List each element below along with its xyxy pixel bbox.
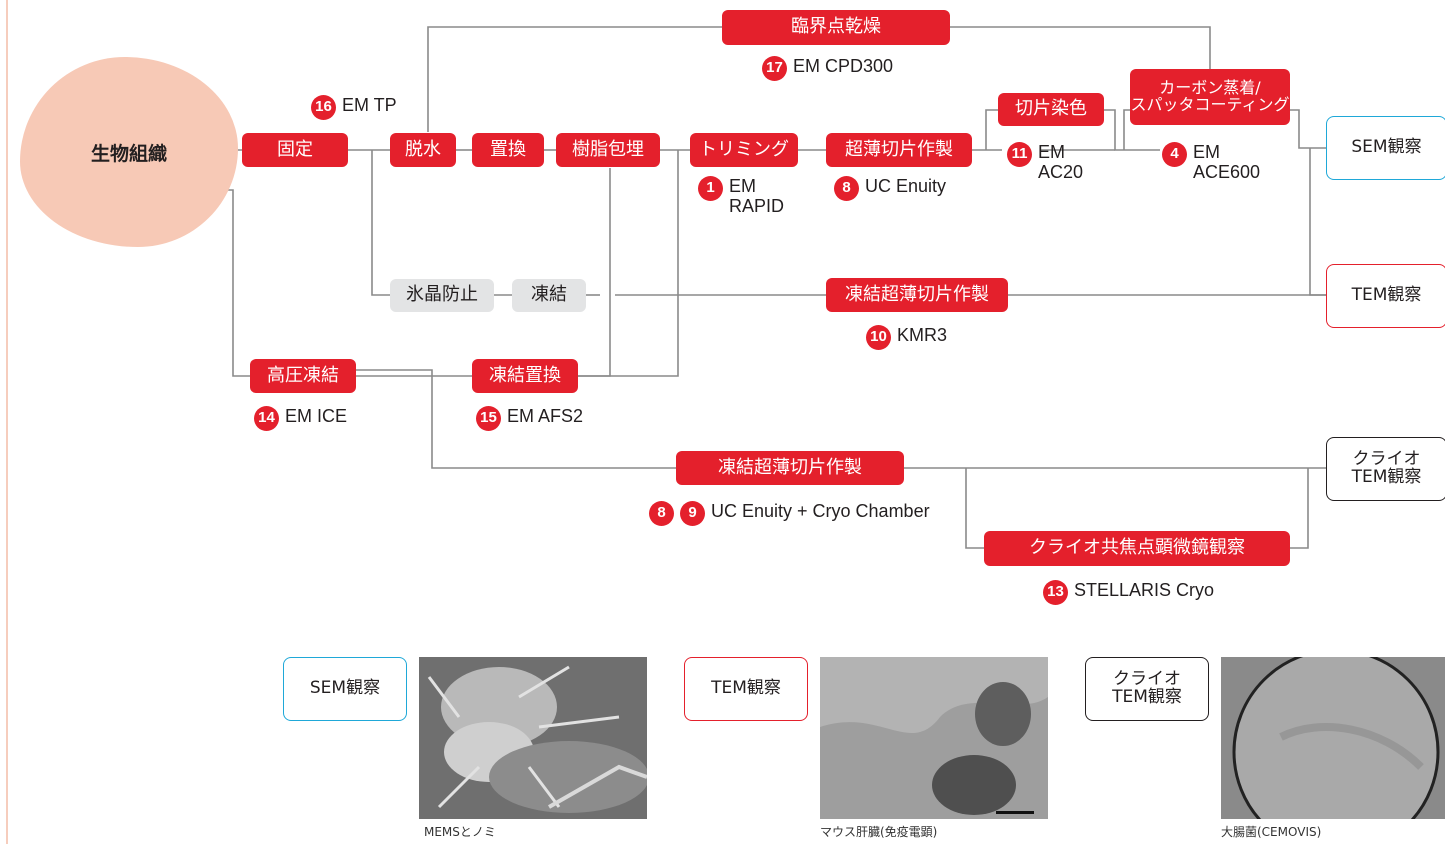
instrument-label: 10 KMR3 (866, 326, 947, 350)
instrument-name: UC Enuity (865, 177, 946, 197)
number-badge: 15 (476, 406, 501, 431)
number-badge: 4 (1162, 142, 1187, 167)
instrument-name: EM ICE (285, 407, 347, 427)
instrument-name: EM RAPID (729, 177, 784, 217)
number-badge: 14 (254, 406, 279, 431)
biological-tissue: 生物組織 (20, 57, 238, 247)
critical-point-drying-box[interactable]: 臨界点乾燥 (722, 10, 950, 45)
instrument-label: 13 STELLARIS Cryo (1043, 581, 1214, 605)
resin-embedding-box[interactable]: 樹脂包埋 (556, 133, 660, 167)
connector-line (210, 190, 250, 376)
gallery-sem-label: SEM観察 (283, 657, 407, 721)
cryo-tem-image-caption: 大腸菌(CEMOVIS) (1221, 823, 1321, 840)
instrument-name: UC Enuity + Cryo Chamber (711, 502, 930, 522)
high-pressure-freezing-box[interactable]: 高圧凍結 (250, 359, 356, 393)
connector-line (578, 150, 678, 376)
connector-line (1310, 148, 1326, 295)
number-badge: 9 (680, 501, 705, 526)
instrument-name: EM CPD300 (793, 57, 893, 77)
cryo-confocal-microscopy-box[interactable]: クライオ共焦点顕微鏡観察 (984, 531, 1290, 566)
sem-image-caption: MEMSとノミ (424, 823, 496, 840)
connector-line (986, 110, 998, 150)
instrument-name: EM TP (342, 96, 397, 116)
sem-image (419, 657, 647, 819)
connector-line (372, 150, 390, 295)
number-badge: 10 (866, 325, 891, 350)
connector-line (428, 27, 722, 132)
instrument-label: 14 EM ICE (254, 407, 347, 431)
tem-image-caption: マウス肝臓(免疫電顕) (820, 823, 937, 840)
connector-line (578, 168, 610, 376)
instrument-label: 16 EM TP (311, 96, 397, 120)
freeze-substitution-box[interactable]: 凍結置換 (472, 359, 578, 393)
cryo-tem-image (1221, 657, 1445, 819)
dehydration-box[interactable]: 脱水 (390, 133, 456, 167)
substitution-box[interactable]: 置換 (472, 133, 544, 167)
number-badge: 17 (762, 56, 787, 81)
instrument-label: 8 UC Enuity (834, 177, 946, 201)
freezing-box[interactable]: 凍結 (512, 279, 586, 312)
cryo-ultrathin-sectioning-box-2[interactable]: 凍結超薄切片作製 (676, 451, 904, 485)
antifreeze-box[interactable]: 氷晶防止 (390, 279, 494, 312)
instrument-name: EM AC20 (1038, 143, 1083, 183)
trimming-box[interactable]: トリミング (690, 133, 798, 167)
number-badge: 11 (1007, 142, 1032, 167)
coating-box[interactable]: カーボン蒸着/ スパッタコーティング (1130, 69, 1290, 125)
number-badge: 1 (698, 176, 723, 201)
instrument-label: 8 9 UC Enuity + Cryo Chamber (649, 502, 930, 526)
biological-tissue-label: 生物組織 (91, 139, 167, 166)
sem-observation-box[interactable]: SEM観察 (1326, 116, 1445, 180)
instrument-label: 17 EM CPD300 (762, 57, 893, 81)
instrument-name: EM ACE600 (1193, 143, 1260, 183)
section-staining-box[interactable]: 切片染色 (998, 93, 1104, 126)
tem-image (820, 657, 1048, 819)
gallery-cryo-label: クライオ TEM観察 (1085, 657, 1209, 721)
cryo-tem-observation-box[interactable]: クライオ TEM観察 (1326, 437, 1445, 501)
instrument-label: 11 EM AC20 (1007, 143, 1083, 183)
number-badge: 13 (1043, 580, 1068, 605)
tem-observation-box[interactable]: TEM観察 (1326, 264, 1445, 328)
number-badge: 8 (649, 501, 674, 526)
connector-line (1290, 110, 1326, 148)
connector-line (950, 27, 1210, 69)
instrument-name: KMR3 (897, 326, 947, 346)
fixation-box[interactable]: 固定 (242, 133, 348, 167)
connector-line (966, 468, 984, 548)
instrument-name: EM AFS2 (507, 407, 583, 427)
number-badge: 16 (311, 95, 336, 120)
instrument-label: 1 EM RAPID (698, 177, 784, 217)
number-badge: 8 (834, 176, 859, 201)
gallery-tem-label: TEM観察 (684, 657, 808, 721)
connector-line (1290, 468, 1308, 548)
instrument-label: 4 EM ACE600 (1162, 143, 1260, 183)
ultrathin-sectioning-box[interactable]: 超薄切片作製 (826, 133, 972, 167)
instrument-name: STELLARIS Cryo (1074, 581, 1214, 601)
cryo-ultrathin-sectioning-box[interactable]: 凍結超薄切片作製 (826, 278, 1008, 312)
instrument-label: 15 EM AFS2 (476, 407, 583, 431)
